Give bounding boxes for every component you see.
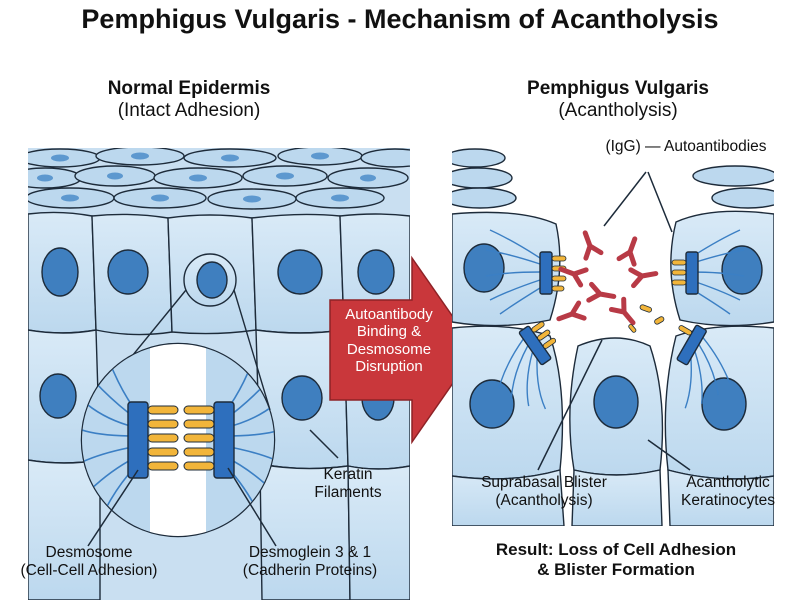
desmoglein-label-line-2: (Cadherin Proteins) [242,561,378,579]
igg-autoantibodies-label: (IgG) — Autoantibodies [605,138,767,155]
superficial-nuclei-left [37,152,376,203]
arrow-label-line-1: Autoantibody [345,306,433,323]
left-panel-subheading: (Intact Adhesion) [117,100,261,121]
acantholytic-label-line-2: Keratinocytes [681,491,775,509]
disrupted-desmosome-upper-right [671,229,745,315]
arrow-label-line-2: Binding & [356,323,422,341]
keratin-label-line-1: Keratin [323,466,373,483]
cadherin-proteins-zoom [147,405,215,471]
disrupted-desmosome-lower-right [676,324,731,409]
desmosome-plaque-left [127,401,149,479]
desmoglein-label-line-1: Desmoglein 3 & 1 [248,544,372,561]
igg-autoantibodies [556,230,659,326]
desmosome-label: Desmosome (Cell-Cell Adhesion) [4,544,174,580]
page-title: Pemphigus Vulgaris - Mechanism of Acanth… [81,4,719,34]
detached-cadherin-fragments [628,304,665,333]
acantholytic-label-line-1: Acantholytic [686,474,770,491]
pemphigus-tissue [452,148,774,526]
arrow-label: Autoantibody Binding & Desmosome Disrupt… [330,306,448,375]
arrow-label-line-4: Disruption [355,357,423,375]
left-panel-heading: Normal Epidermis [107,78,271,99]
result-line-2: & Blister Formation [537,559,695,579]
disrupted-desmosome-upper-left [485,229,567,315]
disrupted-desmosome-lower-left [498,321,557,410]
blister-label-line-2: (Acantholysis) [495,491,593,509]
zoomed-desmosome-view [80,342,276,538]
right-panel-subheading: (Acantholysis) [558,100,678,121]
acantholytic-keratinocytes-label: Acantholytic Keratinocytes [660,474,796,510]
result-summary: Result: Loss of Cell Adhesion & Blister … [466,540,766,579]
suprabasal-blister-label: Suprabasal Blister (Acantholysis) [456,474,632,510]
result-line-1: Result: Loss of Cell Adhesion [495,540,737,559]
desmosome-plaque-right [213,401,235,479]
right-panel-heading: Pemphigus Vulgaris [527,78,709,99]
desmoglein-label: Desmoglein 3 & 1 (Cadherin Proteins) [220,544,400,580]
keratin-label-line-2: Filaments [314,483,382,501]
desmosome-label-line-1: Desmosome [45,544,133,561]
left-leader-lines [87,429,339,547]
superficial-cells-left [28,148,410,210]
blister-label-line-1: Suprabasal Blister [481,474,607,491]
arrow-label-line-3: Desmosome [346,340,432,358]
right-leader-lines [537,171,691,471]
process-arrow [329,255,477,445]
keratin-filaments-label: Keratin Filaments [298,466,398,502]
desmosome-label-line-2: (Cell-Cell Adhesion) [20,561,158,579]
